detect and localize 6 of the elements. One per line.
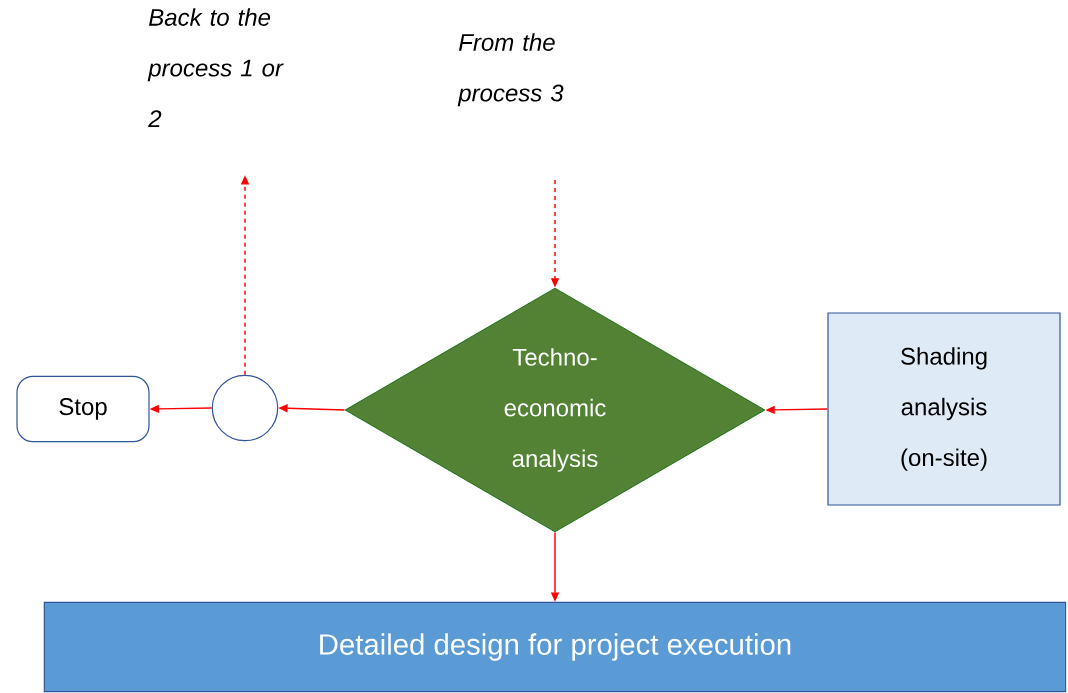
annotation-text: From the process 3 xyxy=(457,33,564,107)
process-box: Shading analysis (on-site) xyxy=(827,312,1061,506)
process-box: Detailed design for project execution xyxy=(43,601,1067,693)
annotation-text: Back to the process 1 or 2 xyxy=(147,8,284,127)
terminal-box: Stop xyxy=(16,375,150,443)
connector-circle xyxy=(211,374,279,442)
